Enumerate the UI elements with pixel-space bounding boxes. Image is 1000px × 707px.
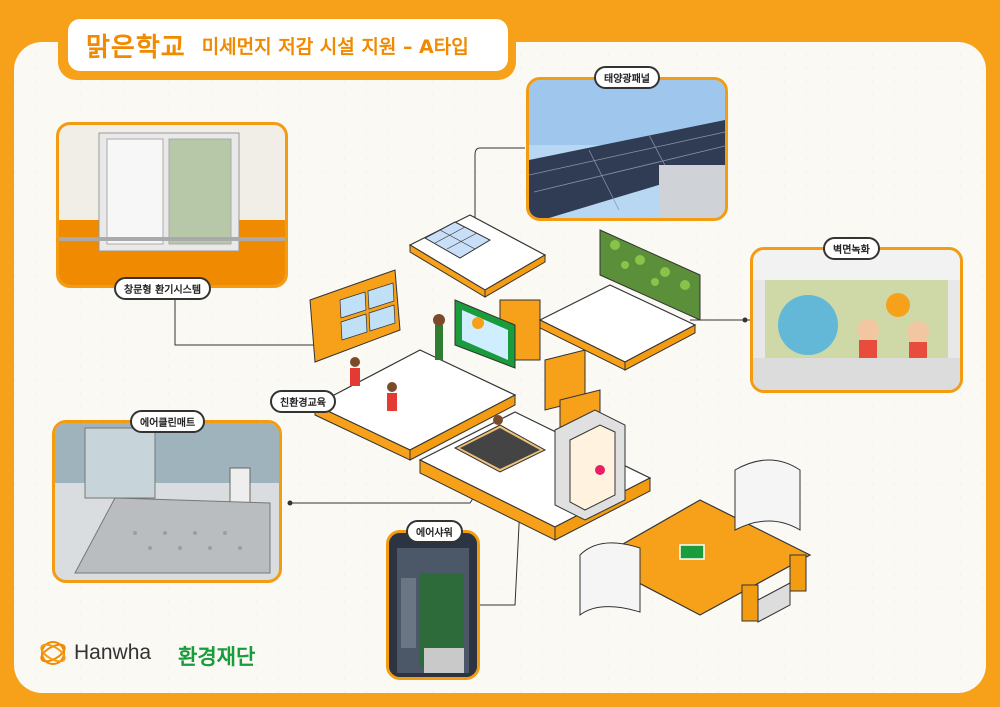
title-bar: 맑은학교 미세먼지 저감 시설 지원 – A타입	[68, 19, 508, 71]
hanwha-emblem-icon	[40, 641, 66, 665]
hanwha-brand-text: Hanwha	[74, 641, 152, 664]
school-logo: 맑은학교	[86, 32, 186, 63]
air-shower-photo	[386, 530, 480, 680]
label-air-clean-mat: 에어클린매트	[130, 410, 206, 433]
hanwha-logo: Hanwha	[38, 638, 151, 668]
window-ventilation-photo	[56, 122, 288, 288]
green-wall-photo	[750, 247, 963, 393]
label-green-wall: 벽면녹화	[823, 237, 880, 260]
label-air-shower: 에어샤워	[406, 520, 463, 543]
foundation-logo: 환경재단	[178, 645, 256, 669]
solar-panel-photo	[526, 77, 728, 221]
label-window-ventilation: 창문형 환기시스템	[114, 277, 212, 300]
label-solar-panel: 태양광패널	[594, 66, 660, 89]
air-clean-mat-photo	[52, 420, 282, 583]
page-title: 미세먼지 저감 시설 지원 – A타입	[201, 35, 469, 58]
label-eco-education: 친환경교육	[270, 390, 336, 413]
